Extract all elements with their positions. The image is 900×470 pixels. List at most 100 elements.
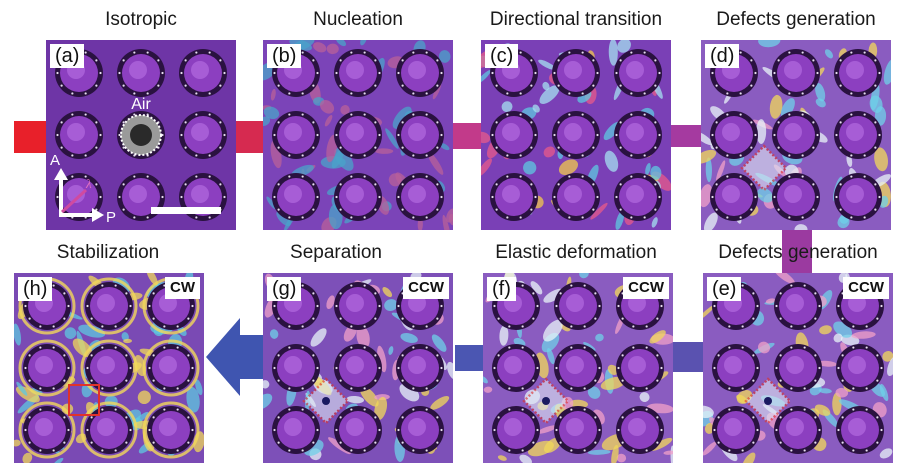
texture-blob	[650, 165, 662, 180]
pillar	[554, 344, 602, 392]
texture-blob	[649, 330, 666, 344]
panel-b-nucleation: (b)	[263, 40, 453, 230]
panel-label-a: (a)	[50, 44, 85, 68]
pillar	[396, 406, 444, 454]
connector-e-f	[673, 342, 703, 372]
texture-blob	[546, 347, 555, 365]
rotation-label-f: CCW	[623, 277, 669, 299]
texture-blob	[587, 449, 611, 455]
panel-label-b: (b)	[267, 44, 302, 68]
texture-blob	[819, 325, 832, 335]
pillar	[80, 339, 138, 397]
pillar	[774, 282, 822, 330]
texture-blob	[446, 361, 453, 380]
texture-blob	[701, 149, 717, 164]
texture-blob	[186, 386, 200, 413]
texture-blob	[310, 328, 327, 347]
pillar	[614, 49, 662, 97]
panel-e-defects-generation: (e)CCW	[703, 273, 893, 463]
texture-blob	[400, 333, 418, 343]
pillar	[179, 49, 227, 97]
texture-blob	[519, 454, 532, 463]
panel-label-c: (c)	[485, 44, 519, 68]
pillar	[272, 173, 320, 221]
texture-blob	[543, 146, 556, 158]
pillar	[834, 173, 882, 221]
pillar	[55, 111, 103, 159]
connector-f-g	[455, 345, 483, 371]
texture-blob	[388, 173, 402, 187]
texture-blob	[756, 119, 767, 144]
texture-blob	[137, 390, 151, 405]
pillar	[710, 111, 758, 159]
pillar	[334, 173, 382, 221]
texture-blob	[483, 386, 493, 393]
texture-blob	[340, 105, 350, 115]
texture-blob	[539, 85, 560, 104]
texture-blob	[832, 392, 842, 416]
texture-blob	[816, 360, 837, 367]
texture-blob	[266, 196, 277, 210]
texture-blob	[757, 187, 774, 203]
connector-c-d	[671, 125, 701, 147]
pillar	[710, 173, 758, 221]
connector-a-b	[235, 121, 263, 153]
pillar	[712, 344, 760, 392]
title-c: Directional transition	[489, 9, 663, 30]
texture-blob	[701, 184, 713, 208]
connector-b-c	[453, 123, 481, 149]
pillar	[772, 111, 820, 159]
texture-blob	[705, 157, 712, 183]
texture-blob	[887, 355, 893, 377]
pillar	[492, 406, 540, 454]
texture-blob	[374, 148, 394, 154]
pillar	[552, 49, 600, 97]
texture-blob	[270, 88, 276, 101]
rotation-label-e: CCW	[843, 277, 889, 299]
pillar	[552, 111, 600, 159]
pillar	[142, 401, 200, 459]
texture-blob	[608, 40, 618, 66]
texture-blob	[607, 364, 619, 375]
texture-blob	[324, 114, 333, 127]
texture-blob	[501, 101, 513, 113]
texture-blob	[16, 381, 28, 396]
texture-blob	[758, 341, 771, 354]
texture-blob	[523, 161, 537, 175]
texture-blob	[604, 150, 619, 172]
texture-blob	[587, 386, 601, 399]
defect-box	[68, 384, 100, 416]
pillar	[334, 111, 382, 159]
pillar	[614, 111, 662, 159]
texture-blob	[481, 158, 492, 177]
pillar	[334, 406, 382, 454]
pillar	[117, 49, 165, 97]
texture-blob	[439, 143, 450, 151]
texture-blob	[703, 441, 717, 456]
texture-blob	[883, 58, 891, 85]
lambda-label: λ	[85, 176, 92, 191]
panel-d-defects-generation: (d)	[701, 40, 891, 230]
texture-blob	[320, 100, 335, 114]
panel-h-stabilization: (h)CW	[14, 273, 204, 463]
panel-label-h: (h)	[18, 277, 53, 301]
texture-blob	[326, 43, 339, 55]
panel-label-f: (f)	[487, 277, 516, 301]
connector-d-e	[782, 226, 812, 276]
texture-blob	[313, 42, 327, 53]
texture-blob	[532, 104, 540, 113]
texture-blob	[263, 380, 270, 389]
connector-g-h	[235, 335, 265, 379]
texture-blob	[481, 131, 491, 144]
texture-blob	[536, 425, 558, 434]
title-d: Defects generation	[716, 9, 876, 30]
pillar	[616, 344, 664, 392]
pillar	[272, 406, 320, 454]
texture-blob	[430, 396, 450, 410]
texture-blob	[833, 333, 843, 343]
texture-blob	[663, 450, 673, 455]
texture-blob	[769, 94, 783, 119]
texture-blob	[703, 304, 717, 322]
texture-blob	[384, 299, 398, 312]
